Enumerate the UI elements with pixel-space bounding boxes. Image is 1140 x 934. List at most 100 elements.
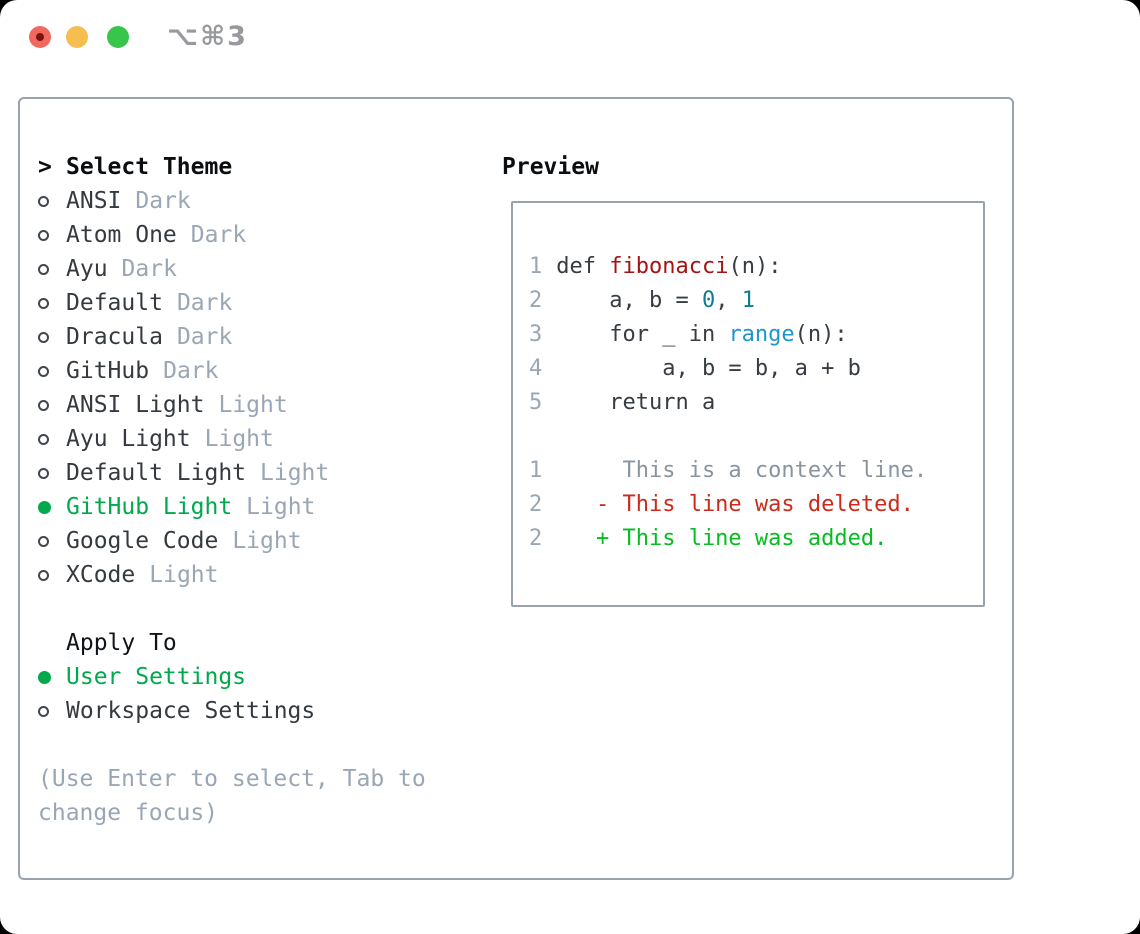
- code-segment: return a: [543, 390, 716, 415]
- radio-box: [38, 569, 66, 581]
- code-line: 1 def fibonacci(n):: [529, 250, 983, 284]
- theme-option[interactable]: Default Light Light: [38, 456, 488, 490]
- radio-icon: [38, 467, 49, 479]
- theme-name: Dracula: [66, 324, 163, 350]
- line-number: 3: [529, 322, 543, 347]
- theme-variant-tag: Light: [149, 562, 219, 588]
- code-segment: fibonacci: [609, 254, 729, 279]
- code-segment: This is a context line.: [543, 458, 928, 483]
- code-line: 2 + This line was added.: [529, 522, 983, 556]
- theme-name: GitHub Light: [66, 494, 233, 520]
- code-segment: - This line was deleted.: [543, 492, 914, 517]
- code-content: def fibonacci(n):: [543, 250, 781, 284]
- help-text-line2: change focus): [38, 800, 219, 826]
- apply-to-option-name: User Settings: [66, 664, 247, 690]
- theme-option[interactable]: XCode Light: [38, 558, 488, 592]
- theme-name: Ayu Light: [66, 426, 191, 452]
- theme-variant-tag: Dark: [135, 188, 191, 214]
- radio-icon: [38, 535, 49, 547]
- theme-name: Default Light: [66, 460, 247, 486]
- radio-box: [38, 331, 66, 343]
- theme-option[interactable]: Atom One Dark: [38, 218, 488, 252]
- radio-icon: [38, 229, 49, 241]
- theme-name: Google Code: [66, 528, 219, 554]
- radio-icon: [38, 569, 49, 581]
- code-content: a, b = 0, 1: [543, 284, 755, 318]
- preview-column: Preview 1 def fibonacci(n): 2 a, b = 0, …: [502, 150, 1002, 607]
- code-segment: (n):: [794, 322, 848, 347]
- theme-name: ANSI Light: [66, 392, 205, 418]
- theme-option[interactable]: Dracula Dark: [38, 320, 488, 354]
- radio-box: [38, 500, 66, 514]
- theme-option[interactable]: Ayu Dark: [38, 252, 488, 286]
- radio-box: [38, 467, 66, 479]
- code-segment: ,: [715, 288, 742, 313]
- focus-caret-box: >: [38, 154, 66, 180]
- apply-to-option-name: Workspace Settings: [66, 698, 316, 724]
- theme-option[interactable]: Default Dark: [38, 286, 488, 320]
- radio-box: [38, 535, 66, 547]
- minimize-button[interactable]: [66, 26, 88, 48]
- line-number: 2: [529, 492, 543, 517]
- theme-variant-tag: Light: [246, 494, 316, 520]
- window-title: ⌥⌘3: [167, 21, 248, 52]
- theme-name: Ayu: [66, 256, 108, 282]
- code-line: 5 return a: [529, 386, 983, 420]
- select-theme-header: > Select Theme: [38, 150, 488, 184]
- theme-option[interactable]: ANSI Light Light: [38, 388, 488, 422]
- theme-dialog-panel: > Select Theme ANSI Dark: [18, 97, 1014, 880]
- code-content: a, b = b, a + b: [543, 352, 861, 386]
- code-segment: 0: [701, 288, 716, 313]
- code-segment: (n):: [728, 254, 782, 279]
- apply-to-option[interactable]: Workspace Settings: [38, 694, 488, 728]
- apply-to-options-list: User Settings Workspace Settings: [38, 660, 488, 728]
- code-content: return a: [543, 386, 715, 420]
- theme-option[interactable]: Ayu Light Light: [38, 422, 488, 456]
- radio-box: [38, 229, 66, 241]
- code-segment: a, b =: [543, 288, 702, 313]
- line-number: 1: [529, 254, 543, 279]
- theme-option[interactable]: GitHub Dark: [38, 354, 488, 388]
- theme-name: XCode: [66, 562, 136, 588]
- code-segment: def: [543, 254, 610, 279]
- theme-option[interactable]: ANSI Dark: [38, 184, 488, 218]
- theme-variant-tag: Light: [260, 460, 330, 486]
- theme-option[interactable]: GitHub Light Light: [38, 490, 488, 524]
- help-text-line1: (Use Enter to select, Tab to: [38, 766, 426, 792]
- theme-variant-tag: Dark: [190, 222, 247, 248]
- theme-name: Default: [66, 290, 163, 316]
- select-theme-label: Select Theme: [66, 154, 233, 180]
- apply-to-header: Apply To: [38, 626, 488, 660]
- close-button[interactable]: [29, 26, 51, 48]
- code-line: 1 This is a context line.: [529, 454, 983, 488]
- line-number: 1: [529, 458, 543, 483]
- preview-code-box: 1 def fibonacci(n): 2 a, b = 0, 1 3 for …: [511, 201, 985, 607]
- code-content: - This line was deleted.: [543, 488, 914, 522]
- line-number: [529, 420, 543, 454]
- code-line: 2 a, b = 0, 1: [529, 284, 983, 318]
- focus-caret-icon: >: [38, 154, 52, 180]
- code-content: + This line was added.: [543, 522, 887, 556]
- radio-box: [38, 195, 66, 207]
- radio-icon: [38, 331, 49, 343]
- help-text: (Use Enter to select, Tab to change focu…: [38, 762, 488, 830]
- zoom-button[interactable]: [107, 26, 129, 48]
- radio-box: [38, 705, 66, 717]
- theme-variant-tag: Light: [204, 426, 274, 452]
- theme-option[interactable]: Google Code Light: [38, 524, 488, 558]
- code-segment: 1: [741, 288, 755, 313]
- theme-options-list: ANSI Dark Atom One Dark Ayu Dark: [38, 184, 488, 592]
- preview-label: Preview: [502, 154, 599, 180]
- theme-name: ANSI: [66, 188, 122, 214]
- radio-icon: [38, 297, 49, 309]
- radio-icon: [38, 433, 49, 445]
- radio-icon: [38, 365, 49, 377]
- theme-variant-tag: Dark: [163, 358, 219, 384]
- code-segment: a, b = b, a + b: [543, 356, 861, 381]
- line-number: 4: [529, 356, 543, 381]
- theme-name: Atom One: [66, 222, 177, 248]
- radio-box: [38, 263, 66, 275]
- apply-to-option[interactable]: User Settings: [38, 660, 488, 694]
- theme-variant-tag: Dark: [176, 324, 233, 350]
- radio-box: [38, 297, 66, 309]
